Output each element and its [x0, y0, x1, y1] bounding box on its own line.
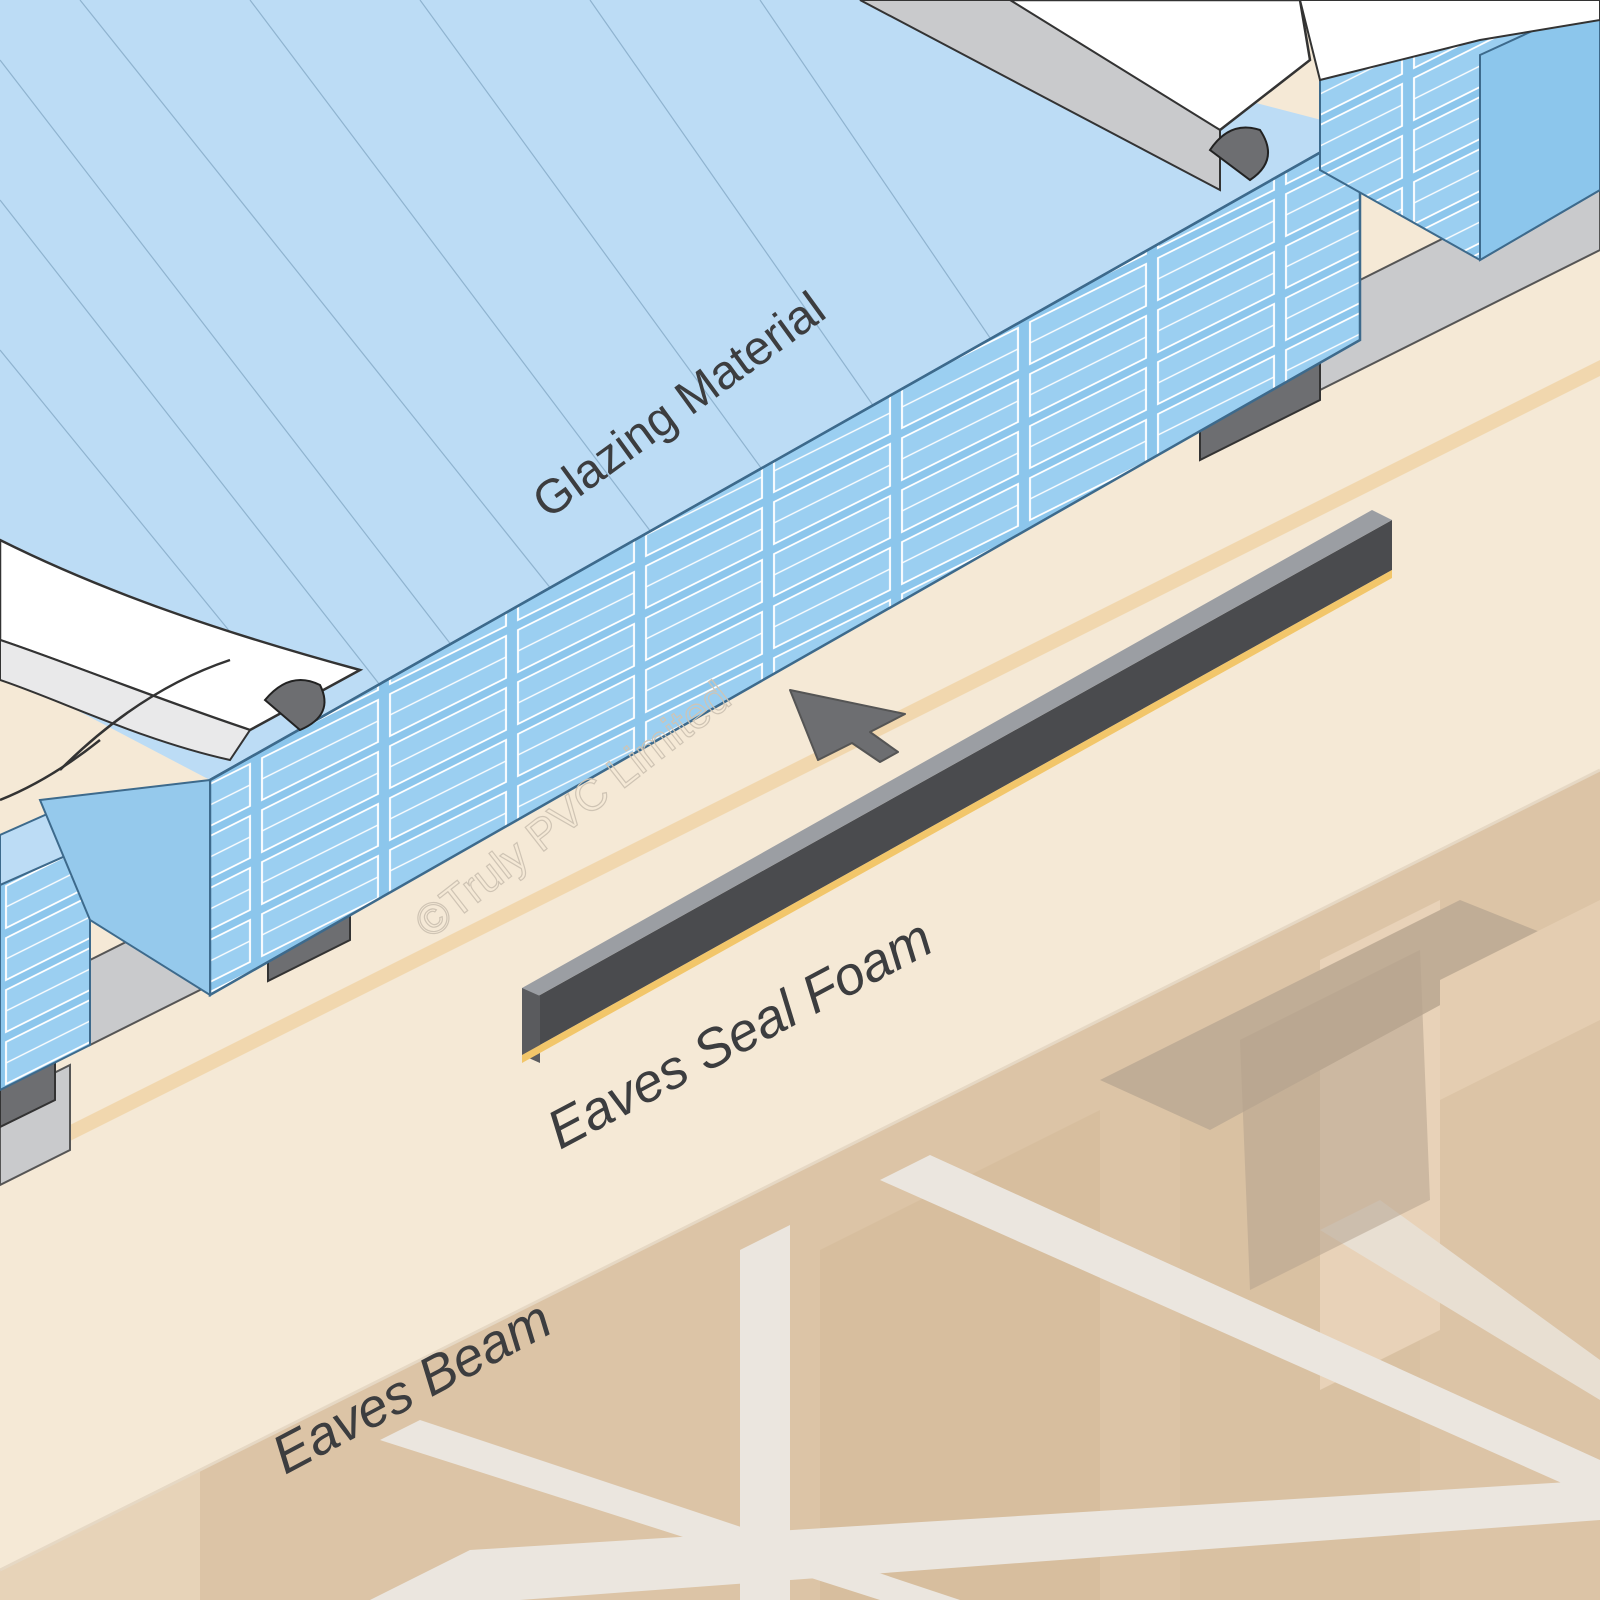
end-caps	[0, 0, 1600, 802]
glazing-panel-main	[0, 0, 1362, 998]
glazing-panel-right	[1319, 0, 1600, 262]
eaves-seal-foam	[522, 510, 1392, 1063]
arrow-icon	[789, 689, 906, 763]
